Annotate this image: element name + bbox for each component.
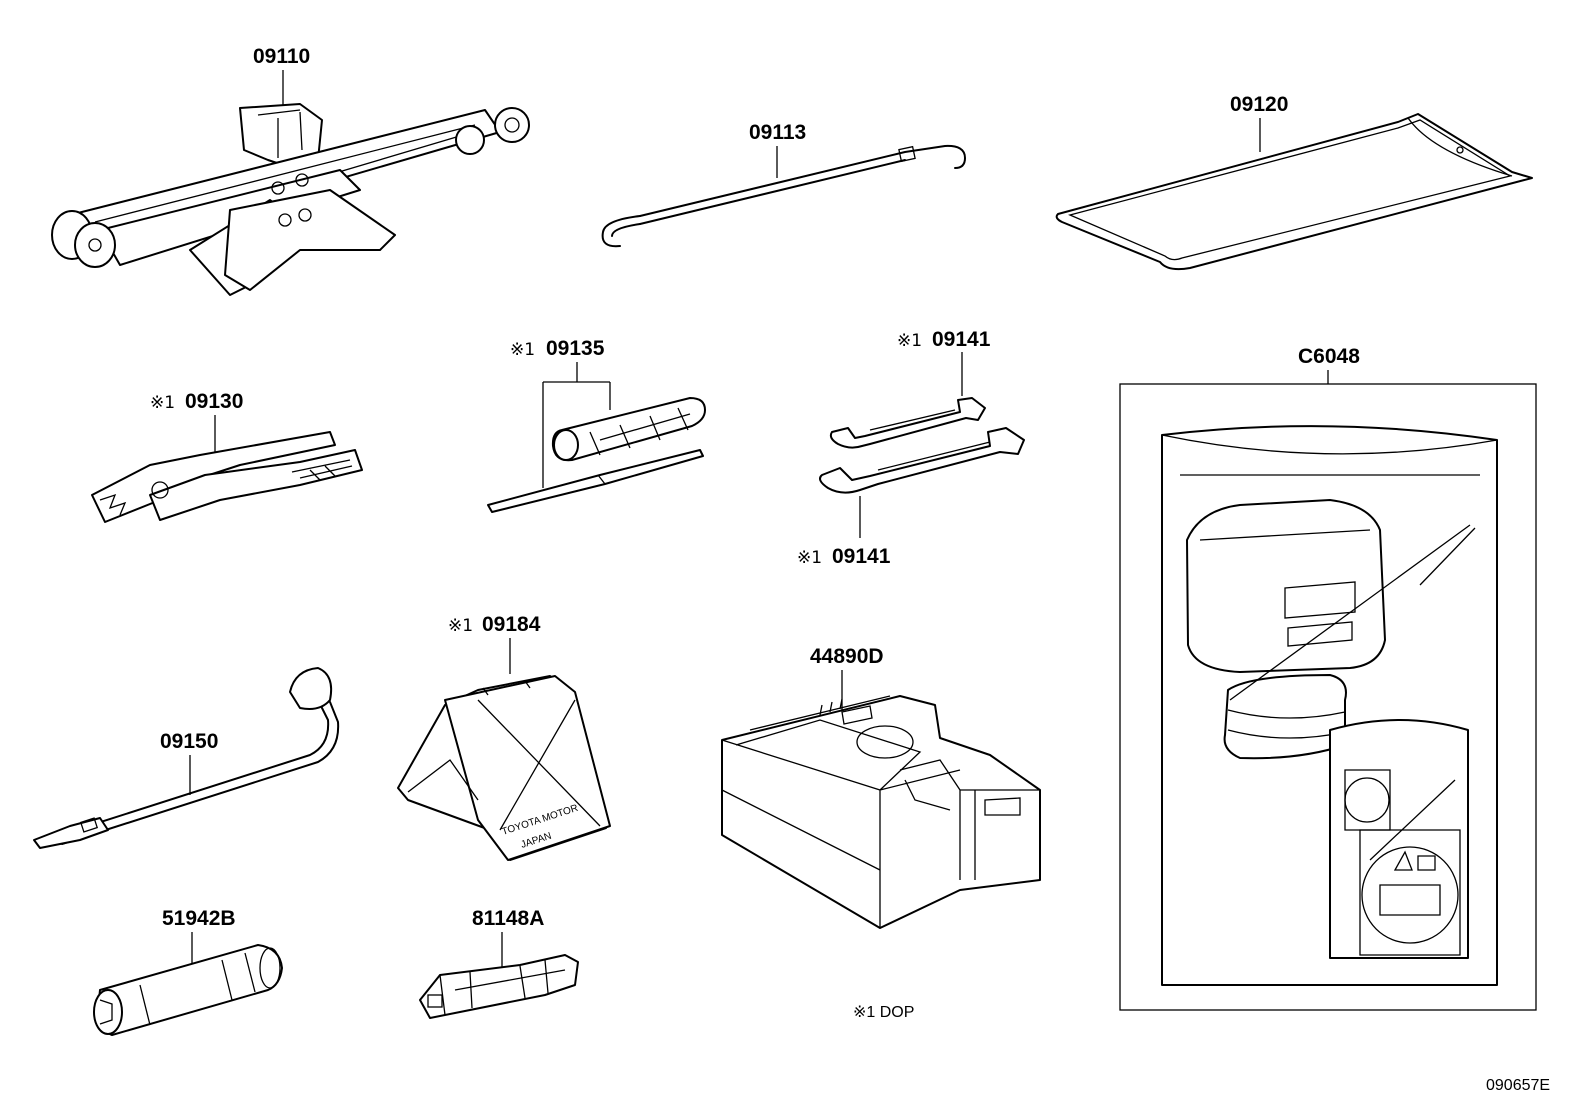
- label-screwdriver: 09135: [546, 337, 605, 360]
- lug-wrench: 09150: [33, 667, 340, 849]
- label-kit-box: C6048: [1298, 345, 1360, 368]
- label-tool-bag: 09120: [1230, 93, 1288, 116]
- label-valve-tool: 81148A: [472, 907, 544, 930]
- tool-bag: 09120: [1055, 93, 1533, 271]
- jack-handle: 09113: [601, 121, 966, 248]
- label-wrench-bottom: 09141: [832, 545, 891, 568]
- label-lug-wrench: 09150: [160, 730, 218, 753]
- label-wrench-top: 09141: [932, 328, 991, 351]
- repair-kit-box: C6048: [1119, 345, 1537, 1011]
- socket-wrench: 51942B: [93, 907, 283, 1036]
- label-triangle: 09184: [482, 613, 541, 636]
- dop-legend: ※1 DOP: [853, 1004, 914, 1021]
- compressor-kit: 44890D: [721, 645, 1041, 929]
- screwdriver: ※1 09135: [487, 337, 706, 513]
- warning-triangle: ※1 09184 TOYOTA MOTOR JAPAN: [397, 613, 611, 861]
- label-compressor: 44890D: [810, 645, 884, 668]
- wrenches: ※1 09141 ※1 09141: [797, 328, 1025, 568]
- dop-mark-triangle: ※1: [448, 616, 473, 636]
- label-jack-handle: 09113: [749, 121, 806, 144]
- dop-mark-pliers: ※1: [150, 393, 175, 413]
- label-jack: 09110: [253, 45, 310, 68]
- dop-mark-screwdriver: ※1: [510, 340, 535, 360]
- dop-mark-wrench-top: ※1: [897, 331, 922, 351]
- label-socket-wrench: 51942B: [162, 907, 236, 930]
- pliers: ※1 09130: [91, 390, 363, 523]
- valve-core-tool: 81148A: [419, 907, 579, 1019]
- label-pliers: 09130: [185, 390, 243, 413]
- scissor-jack: 09110: [51, 45, 530, 296]
- figure-id: 090657E: [1486, 1077, 1550, 1094]
- dop-mark-wrench-bottom: ※1: [797, 548, 822, 568]
